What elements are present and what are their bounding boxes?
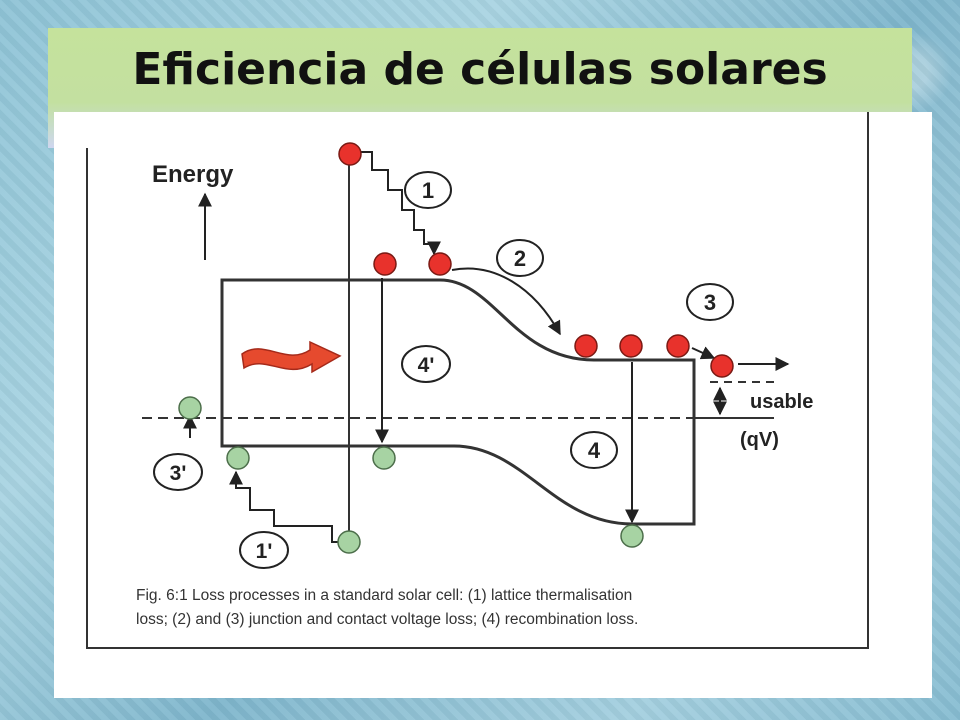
electron-right-2 [619,334,643,358]
svg-text:3: 3 [704,290,716,315]
hole-thermalisation-path [229,470,346,543]
label-2: 2 [496,239,544,277]
svg-text:2: 2 [514,246,526,271]
label-1prime: 1' [239,531,289,569]
electron-band-2 [428,252,452,276]
svg-text:1: 1 [422,178,434,203]
svg-text:1': 1' [256,540,273,563]
hole-band-mid [372,446,396,470]
band-diagram: Energy usable (qV) [86,112,869,649]
usable-label: usable [750,391,813,413]
electron-right-1 [574,334,598,358]
qv-label: (qV) [740,429,779,451]
thermalisation-path [354,151,441,256]
hole-left-band [226,446,250,470]
label-3prime: 3' [153,453,203,491]
svg-text:4': 4' [418,354,435,377]
energy-label: Energy [152,161,234,188]
caption-line-2: loss; (2) and (3) junction and contact v… [136,611,638,628]
junction-loss-arrow [451,267,561,336]
label-4: 4 [570,431,618,469]
hole-right-bottom [620,524,644,548]
figure-panel: Energy usable (qV) [54,112,932,698]
conduction-band [220,278,696,526]
svg-text:4: 4 [588,438,601,463]
electron-contact [710,354,734,378]
electron-band-1 [373,252,397,276]
drift-arrow [241,340,342,374]
label-1: 1 [404,171,452,209]
figure-frame [86,112,869,649]
electron-top [338,142,362,166]
label-3: 3 [686,283,734,321]
svg-text:3': 3' [170,462,187,485]
slide-title: Eficiencia de células solares [132,44,828,95]
contact-loss-3-arrow [691,346,716,360]
hole-left-top [178,396,202,420]
label-4prime: 4' [401,345,451,383]
electron-right-3 [666,334,690,358]
hole-bottom [337,530,361,554]
caption-line-1: Fig. 6:1 Loss processes in a standard so… [136,587,632,604]
